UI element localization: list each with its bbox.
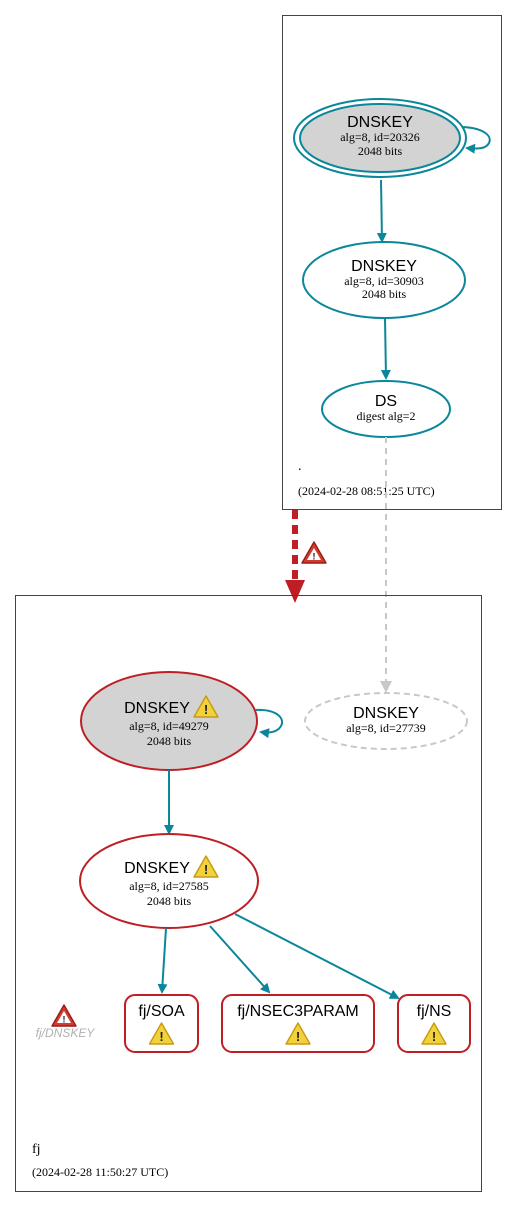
root-zsk-detail: alg=8, id=30903 — [344, 274, 424, 288]
fj-nsec3param-label: fj/NSEC3PARAM — [237, 1003, 359, 1020]
root-zone-name: . — [298, 459, 302, 474]
fj-zsk-to-nsec3param-edge — [209, 925, 271, 994]
fj-ksk-title: DNSKEY — [124, 700, 190, 717]
root-zsk-to-ds-edge — [380, 317, 391, 380]
fj-ksk-node[interactable]: DNSKEY alg=8, id=49279 2048 bits — [80, 671, 258, 771]
ds-title: DS — [375, 393, 397, 410]
missing-dnskey-title: DNSKEY — [353, 705, 419, 722]
fj-soa-label: fj/SOA — [138, 1003, 185, 1020]
fj-zsk-detail: alg=8, id=27585 — [129, 879, 209, 893]
missing-dnskey-detail: alg=8, id=27739 — [346, 721, 426, 735]
root-zone-timestamp: (2024-02-28 08:51:25 UTC) — [298, 484, 435, 498]
delegation-edge — [285, 510, 305, 603]
fj-ksk-self-edge — [254, 708, 283, 739]
fj-ksk-bits: 2048 bits — [147, 734, 192, 748]
root-zsk-bits: 2048 bits — [362, 287, 407, 301]
fj-zone-box — [15, 595, 482, 1192]
fj-zsk-bits: 2048 bits — [147, 894, 192, 908]
fj-zsk-title: DNSKEY — [124, 860, 190, 877]
error-icon — [51, 1004, 77, 1027]
root-zone-box — [282, 15, 502, 510]
fj-zsk-to-ns-edge — [234, 913, 400, 999]
fj-dnskey-error-label: fj/DNSKEY — [36, 1026, 96, 1040]
fj-dnskey-error[interactable]: fj/DNSKEY — [36, 1004, 96, 1040]
root-ksk-bits: 2048 bits — [358, 144, 403, 158]
root-zsk-node[interactable]: DNSKEY alg=8, id=30903 2048 bits — [302, 241, 466, 319]
fj-nsec3param-record[interactable]: fj/NSEC3PARAM — [221, 994, 375, 1053]
fj-ns-label: fj/NS — [417, 1003, 452, 1020]
ds-node[interactable]: DS digest alg=2 — [321, 380, 451, 438]
root-ksk-title: DNSKEY — [347, 114, 413, 131]
error-icon — [301, 541, 327, 564]
fj-zsk-to-soa-edge — [157, 927, 168, 994]
fj-soa-record[interactable]: fj/SOA — [124, 994, 199, 1053]
fj-zsk-node[interactable]: DNSKEY alg=8, id=27585 2048 bits — [79, 833, 259, 929]
fj-ns-record[interactable]: fj/NS — [397, 994, 471, 1053]
fj-zone-name: fj — [32, 1142, 41, 1157]
ds-detail: digest alg=2 — [356, 409, 415, 423]
root-ksk-self-edge — [461, 126, 491, 154]
root-ksk-detail: alg=8, id=20326 — [340, 130, 420, 144]
missing-dnskey-node[interactable]: DNSKEY alg=8, id=27739 — [304, 692, 468, 750]
root-ksk-to-zsk-edge — [376, 179, 387, 243]
root-zsk-title: DNSKEY — [351, 258, 417, 275]
fj-ksk-detail: alg=8, id=49279 — [129, 719, 209, 733]
root-ksk-node[interactable]: DNSKEY alg=8, id=20326 2048 bits — [293, 98, 467, 178]
fj-zone-timestamp: (2024-02-28 11:50:27 UTC) — [32, 1165, 168, 1179]
